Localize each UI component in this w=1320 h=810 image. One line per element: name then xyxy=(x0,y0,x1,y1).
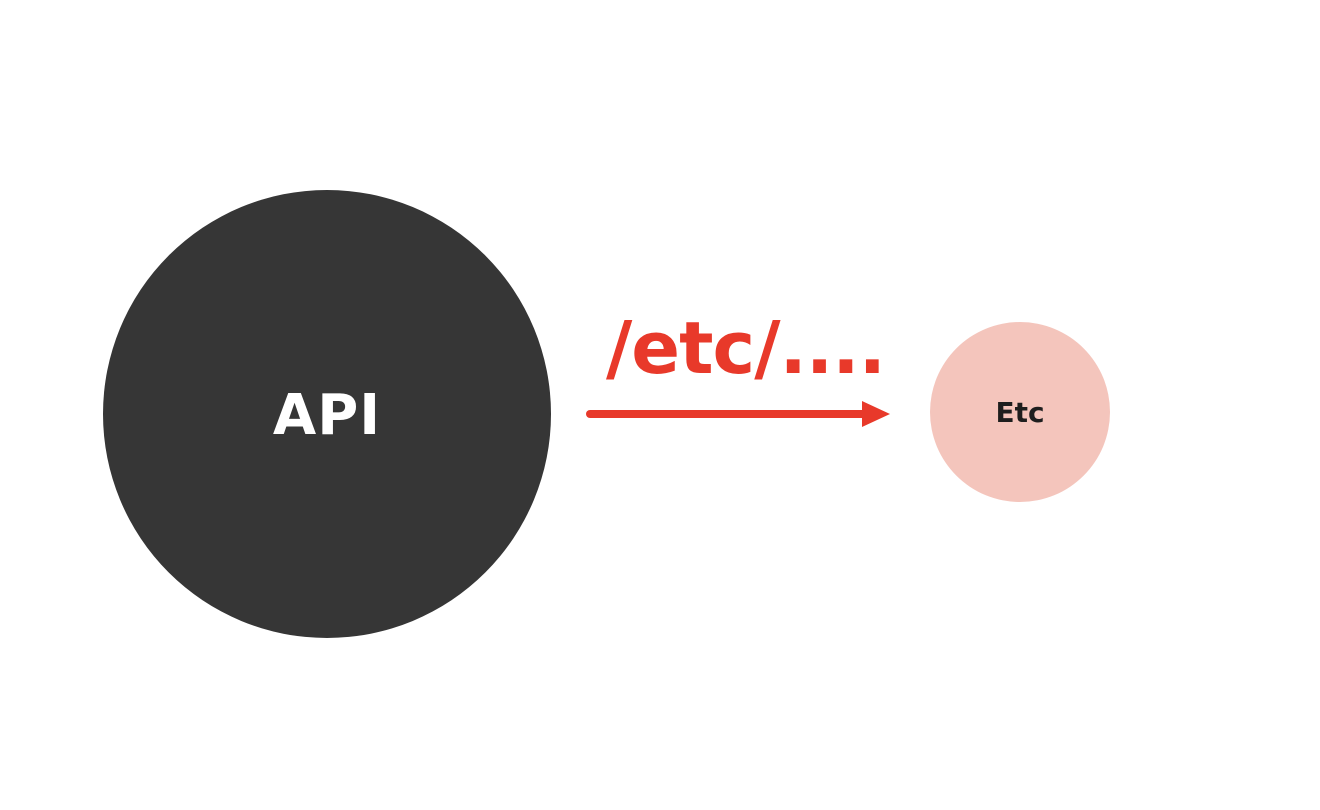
etc-node-label: Etc xyxy=(995,395,1045,429)
etc-node: Etc xyxy=(930,322,1110,502)
edge-label-path: /etc/.... xyxy=(606,306,886,390)
edge-arrow-head xyxy=(862,401,890,427)
api-node: API xyxy=(103,190,551,638)
api-node-label: API xyxy=(272,382,382,448)
edge-arrow xyxy=(586,401,890,427)
